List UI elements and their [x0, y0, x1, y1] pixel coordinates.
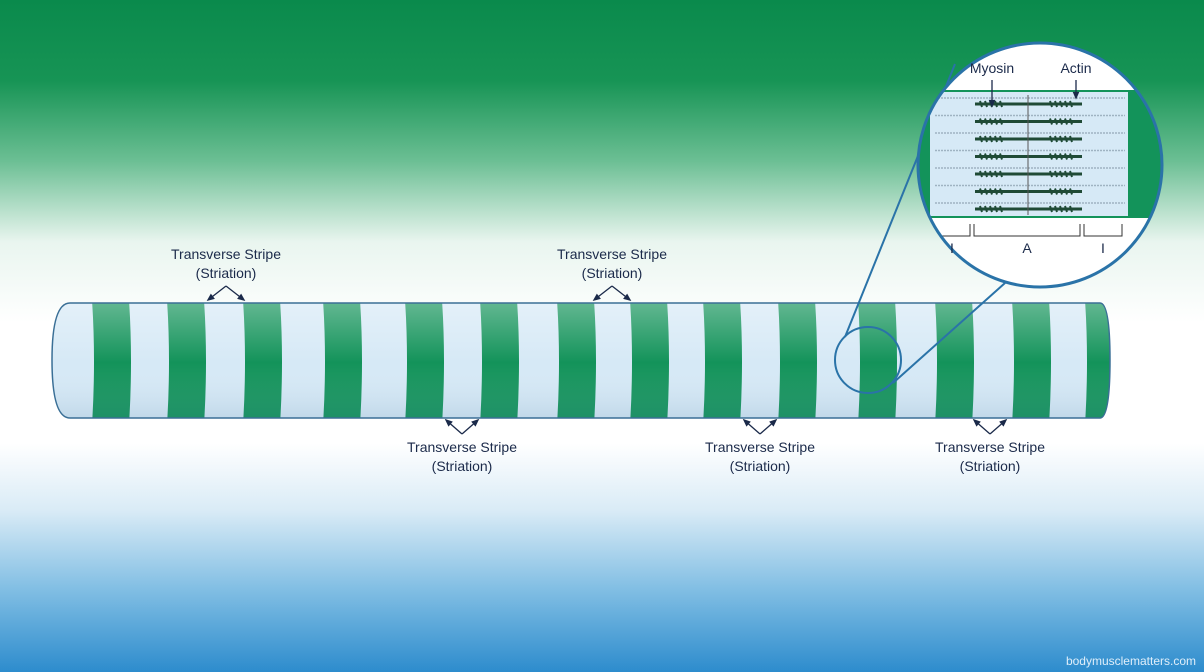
myosin-head — [1064, 118, 1068, 125]
myosin-head — [979, 153, 983, 160]
myosin-head — [1054, 188, 1058, 195]
myosin-head — [984, 188, 988, 195]
label-transverse-stripe: Transverse Stripe(Striation) — [705, 439, 815, 474]
myosin-head — [1064, 188, 1068, 195]
myosin-head — [1064, 170, 1068, 178]
arrowhead — [206, 293, 215, 302]
myosin-head — [994, 170, 998, 178]
myosin-head — [999, 170, 1003, 178]
myosin-head — [1059, 205, 1063, 213]
myosin-head — [1059, 135, 1063, 143]
myosin-head — [1049, 205, 1053, 213]
myosin-head — [984, 100, 988, 108]
myosin-head — [1069, 135, 1073, 143]
myosin-head — [1049, 135, 1053, 143]
label-i-band: I — [950, 240, 954, 256]
myosin-head — [999, 118, 1003, 125]
myosin-head — [1054, 153, 1058, 160]
myosin-head — [1059, 118, 1063, 125]
arrowhead — [742, 418, 751, 427]
myosin-head — [994, 205, 998, 213]
watermark: bodymusclematters.com — [1065, 654, 1196, 668]
arrowhead — [237, 293, 246, 302]
myosin-head — [994, 188, 998, 195]
myosin-head — [1064, 100, 1068, 108]
myosin-head — [1054, 205, 1058, 213]
myosin-head — [979, 135, 983, 143]
myosin-head — [1059, 188, 1063, 195]
myosin-head — [984, 135, 988, 143]
myosin-head — [994, 153, 998, 160]
myosin-head — [1049, 188, 1053, 195]
myosin-head — [1054, 135, 1058, 143]
myosin-head — [1049, 153, 1053, 160]
myosin-head — [999, 100, 1003, 108]
myosin-head — [1069, 205, 1073, 213]
myosin-head — [989, 135, 993, 143]
arrowhead — [592, 293, 601, 302]
arrowhead — [769, 418, 778, 427]
myosin-head — [979, 118, 983, 125]
myosin-head — [1049, 100, 1053, 108]
zoom-source-circle — [834, 326, 902, 394]
myosin-head — [999, 205, 1003, 213]
myosin-head — [984, 170, 988, 178]
myosin-head — [994, 135, 998, 143]
myosin-head — [1064, 153, 1068, 160]
myosin-head — [989, 118, 993, 125]
arrowhead — [471, 418, 480, 427]
myosin-head — [984, 118, 988, 125]
arrowhead — [444, 418, 453, 427]
myosin-head — [989, 153, 993, 160]
label-transverse-stripe: Transverse Stripe(Striation) — [171, 246, 281, 281]
myosin-head — [999, 188, 1003, 195]
myosin-head — [989, 188, 993, 195]
myosin-head — [994, 118, 998, 125]
myosin-head — [1069, 118, 1073, 125]
label-transverse-stripe: Transverse Stripe(Striation) — [935, 439, 1045, 474]
myosin-head — [1049, 170, 1053, 178]
arrowhead — [623, 293, 632, 302]
myosin-head — [989, 205, 993, 213]
myosin-head — [994, 100, 998, 108]
myosin-head — [1064, 135, 1068, 143]
myosin-head — [999, 135, 1003, 143]
myosin-head — [1054, 100, 1058, 108]
label-transverse-stripe: Transverse Stripe(Striation) — [407, 439, 517, 474]
arrowhead — [1072, 91, 1080, 100]
arrowhead — [988, 99, 996, 108]
myosin-head — [979, 170, 983, 178]
myosin-head — [1059, 100, 1063, 108]
myosin-head — [1069, 153, 1073, 160]
myosin-head — [1054, 170, 1058, 178]
myosin-head — [979, 188, 983, 195]
myosin-head — [979, 100, 983, 108]
myosin-head — [989, 170, 993, 178]
myosin-head — [1059, 170, 1063, 178]
magnifier-circle — [916, 41, 1164, 289]
label-a-band: A — [1022, 240, 1032, 256]
muscle-fiber-cylinder — [51, 302, 1111, 419]
label-actin: Actin — [1060, 60, 1092, 76]
myosin-head — [1064, 205, 1068, 213]
label-i-band: I — [1101, 240, 1105, 256]
label-myosin: Myosin — [969, 60, 1015, 76]
myosin-head — [1069, 188, 1073, 195]
myosin-head — [984, 205, 988, 213]
myosin-head — [979, 205, 983, 213]
label-transverse-stripe: Transverse Stripe(Striation) — [557, 246, 667, 281]
myosin-head — [999, 153, 1003, 160]
myosin-head — [1069, 100, 1073, 108]
myosin-head — [984, 153, 988, 160]
myosin-head — [1059, 153, 1063, 160]
arrowhead — [999, 418, 1008, 427]
myosin-head — [1054, 118, 1058, 125]
myosin-head — [1069, 170, 1073, 178]
myosin-head — [1049, 118, 1053, 125]
arrowhead — [972, 418, 981, 427]
